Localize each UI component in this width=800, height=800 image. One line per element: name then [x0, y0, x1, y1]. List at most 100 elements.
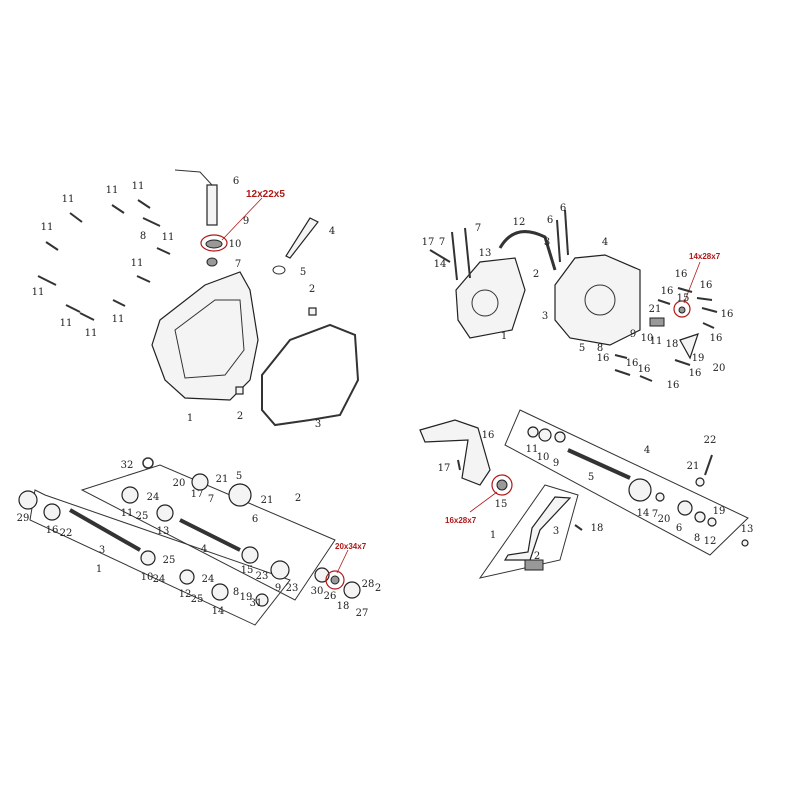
oil-seal-14x28x7	[678, 306, 686, 314]
clutch-cover	[151, 271, 259, 401]
shift-shaft	[206, 184, 218, 226]
highlight-circle	[325, 570, 345, 590]
clutch-cover-group	[37, 169, 360, 427]
part-number-label: 24	[202, 574, 215, 585]
part-number-label: 6	[676, 523, 682, 534]
part-number-label: 3	[553, 526, 559, 537]
part-number-label: 16	[689, 368, 702, 379]
part-number-label: 6	[547, 215, 553, 226]
part-number-label: 11	[131, 258, 144, 269]
gears	[18, 473, 361, 607]
part-number-label: 7	[475, 223, 481, 234]
highlight-circle	[673, 300, 691, 318]
part-number-label: 21	[216, 474, 229, 485]
part-number-label: 14	[212, 606, 225, 617]
mainshaft-box	[80, 464, 336, 601]
dowel-pin	[235, 386, 244, 395]
part-number-label: 4	[644, 445, 650, 456]
part-number-label: 16	[700, 280, 713, 291]
part-number-label: 11	[112, 314, 125, 325]
part-number-label: 10	[229, 239, 242, 250]
part-number-label: 16	[597, 353, 610, 364]
part-number-label: 13	[157, 526, 170, 537]
part-number-label: 14	[434, 259, 447, 270]
cover-plate	[679, 333, 699, 360]
part-number-label: 14	[637, 508, 650, 519]
part-number-label: 11	[132, 181, 145, 192]
part-number-label: 4	[201, 544, 207, 555]
part-number-label: 15	[241, 565, 254, 576]
transmission-group	[18, 457, 361, 626]
studs	[429, 209, 569, 281]
part-number-label: 11	[85, 328, 98, 339]
part-number-label: 1	[96, 564, 102, 575]
part-number-label: 25	[191, 594, 204, 605]
part-number-label: 17	[191, 489, 204, 500]
part-number-label: 21	[261, 495, 274, 506]
part-number-label: 19	[692, 353, 705, 364]
kickstarter-group	[419, 409, 749, 579]
part-number-label: 18	[666, 339, 679, 350]
part-number-label: 24	[153, 574, 166, 585]
part-number-label: 9	[275, 583, 281, 594]
part-number-label: 10	[537, 452, 550, 463]
part-number-label: 8	[694, 533, 700, 544]
part-number-label: 9	[243, 216, 249, 227]
highlight-leader	[683, 261, 701, 304]
part-number-label: 11	[162, 232, 175, 243]
part-number-label: 7	[652, 509, 658, 520]
kickstarter-shaft-box	[504, 409, 749, 556]
part-number-label: 4	[329, 226, 335, 237]
part-number-label: 4	[602, 237, 608, 248]
part-number-label: 2	[533, 269, 539, 280]
part-number-label: 6	[252, 514, 258, 525]
shift-pedal-box	[478, 484, 579, 579]
mainshaft	[179, 518, 241, 552]
part-number-label: 23	[286, 583, 299, 594]
part-number-label: 3	[99, 545, 105, 556]
gears	[527, 426, 749, 547]
bolt	[574, 524, 583, 531]
part-number-label: 6	[233, 176, 239, 187]
size-callout-12x22x5: 12x22x5	[246, 189, 285, 200]
part-number-label: 32	[121, 460, 134, 471]
countershaft	[69, 508, 141, 552]
kick-lever	[419, 419, 491, 486]
part-number-label: 11	[526, 444, 539, 455]
part-number-label: 31	[250, 598, 263, 609]
part-number-label: 17	[422, 237, 435, 248]
part-number-label: 1	[187, 413, 193, 424]
part-number-label: 20	[658, 514, 671, 525]
part-number-label: 5	[300, 267, 306, 278]
part-number-label: 13	[741, 524, 754, 535]
part-number-label: 16	[667, 380, 680, 391]
breather-tube	[498, 230, 557, 271]
part-number-label: 9	[630, 329, 636, 340]
part-number-label: 20	[713, 363, 726, 374]
part-number-label: 11	[60, 318, 73, 329]
crankcase-right	[554, 254, 641, 346]
part-number-label: 25	[163, 555, 176, 566]
clutch-cover-inner	[174, 299, 245, 379]
part-number-label: 2	[534, 551, 540, 562]
shift-arm	[174, 169, 213, 186]
highlight-leader	[336, 549, 349, 574]
highlight-leader	[469, 491, 498, 513]
highlight-leader	[221, 197, 263, 241]
part-number-label: 12	[513, 217, 526, 228]
part-number-label: 29	[17, 513, 30, 524]
part-number-label: 21	[687, 461, 700, 472]
part-number-label: 16	[661, 286, 674, 297]
part-number-label: 7	[439, 237, 445, 248]
part-number-label: 15	[677, 293, 690, 304]
crankcase-right-bore	[584, 284, 616, 316]
part-number-label: 16	[638, 364, 651, 375]
part-number-label: 22	[60, 528, 73, 539]
part-number-label: 5	[236, 471, 242, 482]
dipstick	[285, 217, 319, 259]
part-number-label: 11	[121, 508, 134, 519]
part-number-label: 20	[173, 478, 186, 489]
part-number-label: 15	[495, 499, 508, 510]
